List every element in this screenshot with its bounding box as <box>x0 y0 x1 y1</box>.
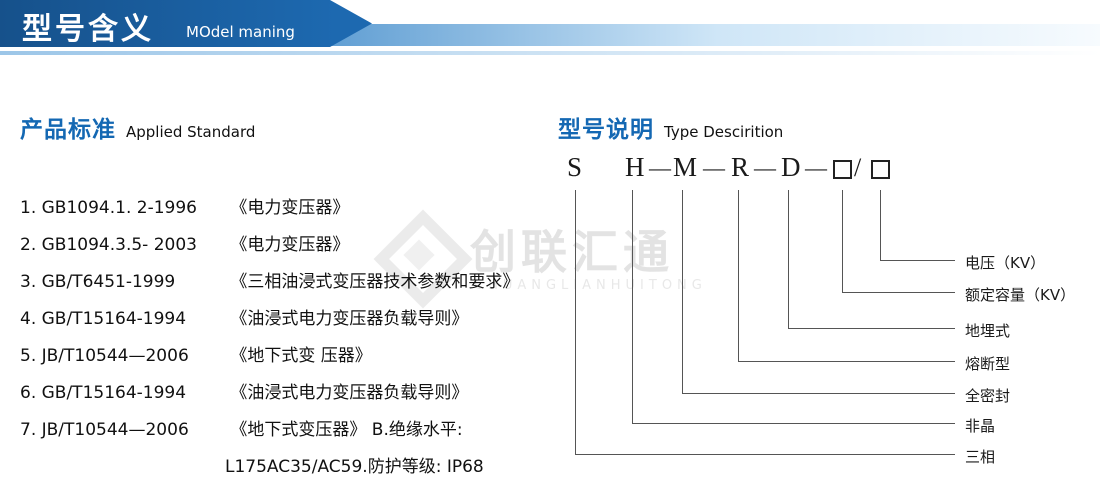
label-voltage: 电压（KV） <box>965 254 1046 272</box>
label-amorphous: 非晶 <box>965 417 996 435</box>
standard-code: 1. GB1094.1. 2-1996 <box>20 198 197 218</box>
label-buried: 地埋式 <box>965 322 1011 340</box>
standard-item: 2. GB1094.3.5- 2003 《电力变压器》 <box>20 227 519 264</box>
model-code-letter-h: H <box>625 152 645 182</box>
connector-line-capacity <box>842 190 843 292</box>
model-code-letter-s: S <box>567 152 583 182</box>
model-code-letter-r: R <box>731 152 750 182</box>
standard-item: 5. JB/T10544—2006 《地下式变 压器》 <box>20 338 519 375</box>
standard-title: 《地下式变 压器》 <box>230 346 372 366</box>
standard-item: 3. GB/T6451-1999 《三相油浸式变压器技术参数和要求》 <box>20 264 519 301</box>
connector-line-s <box>575 190 576 454</box>
connector-line-m-h <box>682 393 955 394</box>
standard-code: 4. GB/T15164-1994 <box>20 309 187 329</box>
model-heading-zh: 型号说明 <box>558 117 654 143</box>
standards-heading-en: Applied Standard <box>126 123 256 141</box>
standard-title: 《电力变压器》 <box>230 198 350 218</box>
label-fuse: 熔断型 <box>965 355 1011 373</box>
connector-line-h <box>632 190 633 423</box>
standards-section-heading: 产品标准 Applied Standard <box>20 110 255 144</box>
page-subtitle: MOdel maning <box>186 23 295 41</box>
standard-code: 7. JB/T10544—2006 <box>20 420 189 440</box>
connector-line-r-h <box>738 361 955 362</box>
connector-line-capacity-h <box>842 292 955 293</box>
connector-line-d <box>788 190 789 328</box>
standard-item: 1. GB1094.1. 2-1996 《电力变压器》 <box>20 190 519 227</box>
banner-stripe <box>250 24 1100 46</box>
watermark-brand-name: 创联汇通 <box>470 225 674 279</box>
standard-continuation: L175AC35/AC59.防护等级: IP68 <box>225 457 484 477</box>
model-code-letter-m: M <box>673 152 698 182</box>
model-code-dash: — <box>649 155 671 180</box>
model-section-heading: 型号说明 Type Descirition <box>558 110 783 144</box>
standard-code: 2. GB1094.3.5- 2003 <box>20 235 197 255</box>
model-code-voltage-box <box>871 160 890 179</box>
model-code-letter-d: D <box>781 152 801 182</box>
label-sealed: 全密封 <box>965 387 1011 405</box>
model-code-dash: — <box>703 155 725 180</box>
connector-line-s-h <box>575 454 955 455</box>
standard-title: 《电力变压器》 <box>230 235 350 255</box>
standard-item: 6. GB/T15164-1994 《油浸式电力变压器负载导则》 <box>20 375 519 412</box>
model-code-dash: — <box>805 155 827 180</box>
standard-title: 《三相油浸式变压器技术参数和要求》 <box>230 272 520 292</box>
model-code-slash: / <box>854 153 862 182</box>
model-code-diagram: S H — M — R — D — / 电压（KV） 额定容量（KV） 地埋式 … <box>555 152 1100 492</box>
brand-watermark: 创联汇通 CHUANGLIANHUITONG <box>370 209 730 310</box>
banner-underline <box>0 51 1100 55</box>
standard-code: 6. GB/T15164-1994 <box>20 383 187 403</box>
standards-list: 1. GB1094.1. 2-1996 《电力变压器》 2. GB1094.3.… <box>20 190 519 486</box>
connector-line-voltage-h <box>880 260 955 261</box>
standards-heading-zh: 产品标准 <box>20 117 116 143</box>
standard-title: 《油浸式电力变压器负载导则》 <box>230 309 469 329</box>
standard-title: 《油浸式电力变压器负载导则》 <box>230 383 469 403</box>
standard-code: 3. GB/T6451-1999 <box>20 272 176 292</box>
connector-line-d-h <box>788 328 955 329</box>
model-code-capacity-box <box>833 160 852 179</box>
model-code-dash: — <box>754 155 776 180</box>
header-banner <box>0 0 372 47</box>
connector-line-h-h <box>632 423 955 424</box>
standard-title: 《地下式变压器》 B.绝缘水平: <box>230 420 463 440</box>
model-heading-en: Type Descirition <box>664 123 784 141</box>
standard-item: 7. JB/T10544—2006 《地下式变压器》 B.绝缘水平: <box>20 412 519 449</box>
watermark-brand-caption: CHUANGLIANHUITONG <box>474 278 707 293</box>
standard-item: 4. GB/T15164-1994 《油浸式电力变压器负载导则》 <box>20 301 519 338</box>
connector-line-voltage <box>880 190 881 260</box>
label-capacity: 额定容量（KV） <box>965 286 1076 304</box>
connector-line-r <box>738 190 739 361</box>
connector-line-m <box>682 190 683 393</box>
page-title: 型号含义 <box>22 12 154 47</box>
standard-code: 5. JB/T10544—2006 <box>20 346 189 366</box>
label-three-phase: 三相 <box>965 448 996 466</box>
